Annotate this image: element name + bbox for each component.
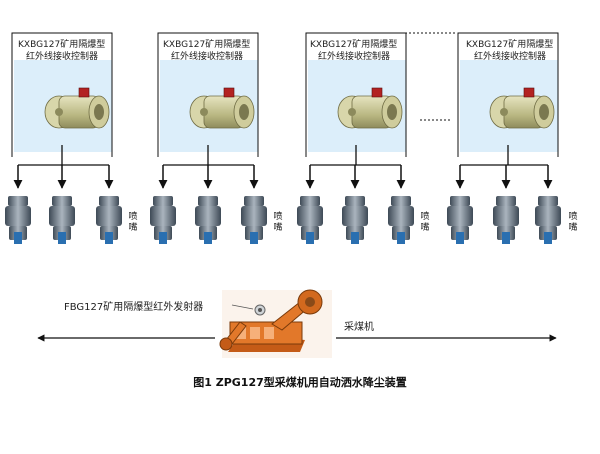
controller-label-1-line1: KXBG127矿用隔爆型 — [18, 40, 106, 50]
nozzle-body-1-1 — [5, 206, 31, 226]
receiver-lens-2 — [200, 108, 208, 116]
spray-label-1: 喷嘴 — [128, 212, 138, 233]
shearer-label: 采煤机 — [344, 322, 374, 333]
receiver-port-2 — [239, 104, 249, 120]
controller-frame-2 — [157, 32, 259, 114]
nozzle-body-4-1 — [447, 206, 473, 226]
receiver-indicator-3 — [371, 87, 383, 98]
receiver-indicator-2 — [223, 87, 235, 98]
nozzle-outlet-2-2 — [204, 232, 212, 244]
nozzle-body-1-3 — [96, 206, 122, 226]
nozzle-top-4-3 — [538, 196, 558, 206]
nozzle-outlet-3-2 — [351, 232, 359, 244]
shearer-machine — [219, 289, 332, 358]
controller-label-1-line2: 红外线接收控制器 — [26, 52, 99, 62]
nozzle-top-2-2 — [198, 196, 218, 206]
nozzle-body-2-3 — [241, 206, 267, 226]
nozzle-top-4-2 — [496, 196, 516, 206]
nozzle-top-3-2 — [345, 196, 365, 206]
transmitter-label: FBG127矿用隔爆型红外发射器 — [64, 302, 204, 313]
controller-frame-1 — [11, 32, 113, 114]
nozzle-top-2-3 — [244, 196, 264, 206]
receiver-port-3 — [387, 104, 397, 120]
receiver-lens-3 — [348, 108, 356, 116]
nozzle-top-1-2 — [52, 196, 72, 206]
controller-label-4-line1: KXBG127矿用隔爆型 — [466, 40, 554, 50]
nozzle-outlet-1-2 — [58, 232, 66, 244]
spray-label-2: 喷嘴 — [273, 212, 283, 233]
nozzle-body-3-2 — [342, 206, 368, 226]
nozzle-top-3-3 — [391, 196, 411, 206]
nozzle-outlet-3-3 — [397, 232, 405, 244]
nozzle-outlet-2-3 — [250, 232, 258, 244]
nozzle-body-2-2 — [195, 206, 221, 226]
nozzle-top-1-1 — [8, 196, 28, 206]
receiver-lens-1 — [55, 108, 63, 116]
nozzle-body-4-3 — [535, 206, 561, 226]
nozzle-outlet-1-1 — [14, 232, 22, 244]
receiver-port-4 — [539, 104, 549, 120]
nozzle-top-2-1 — [153, 196, 173, 206]
figure-caption: 图1 ZPG127型采煤机用自动洒水降尘装置 — [193, 376, 407, 389]
controller-label-2-line2: 红外线接收控制器 — [171, 52, 244, 62]
nozzle-outlet-1-3 — [105, 232, 113, 244]
receiver-indicator-1 — [78, 87, 90, 98]
transmitter-leader — [231, 304, 254, 310]
nozzle-body-2-1 — [150, 206, 176, 226]
controller-label-4-line2: 红外线接收控制器 — [474, 52, 547, 62]
receiver-lens-4 — [500, 108, 508, 116]
nozzle-body-3-3 — [388, 206, 414, 226]
receiver-port-1 — [94, 104, 104, 120]
nozzle-outlet-3-1 — [306, 232, 314, 244]
nozzle-outlet-4-3 — [544, 232, 552, 244]
spray-label-3: 喷嘴 — [420, 212, 430, 233]
nozzle-top-4-1 — [450, 196, 470, 206]
spray-label-4: 喷嘴 — [568, 212, 578, 233]
nozzle-body-4-2 — [493, 206, 519, 226]
controller-label-2-line1: KXBG127矿用隔爆型 — [163, 40, 251, 50]
nozzle-body-3-1 — [297, 206, 323, 226]
controller-frame-4 — [457, 32, 559, 114]
receiver-indicator-4 — [523, 87, 535, 98]
nozzle-top-3-1 — [300, 196, 320, 206]
nozzle-outlet-4-2 — [502, 232, 510, 244]
nozzle-outlet-2-1 — [159, 232, 167, 244]
controller-label-3-line2: 红外线接收控制器 — [318, 52, 391, 62]
nozzle-outlet-4-1 — [456, 232, 464, 244]
nozzle-top-1-3 — [99, 196, 119, 206]
controller-label-3-line1: KXBG127矿用隔爆型 — [310, 40, 398, 50]
controller-frame-3 — [305, 32, 407, 114]
nozzle-body-1-2 — [49, 206, 75, 226]
